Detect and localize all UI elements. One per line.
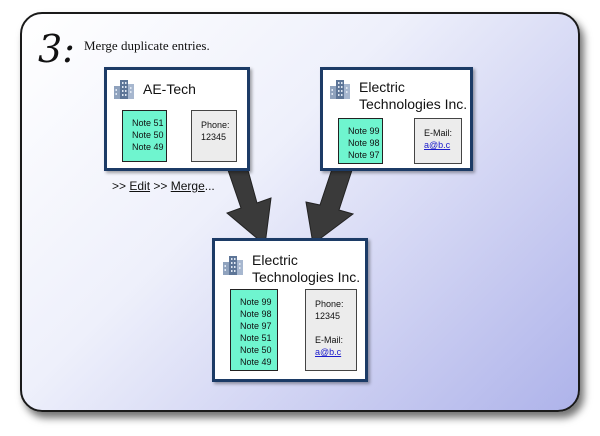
note-item[interactable]: Note 97	[240, 321, 272, 331]
notes-list: Note 51 Note 50 Note 49	[122, 110, 167, 162]
note-item[interactable]: Note 98	[240, 309, 272, 319]
card-title-line1: Electric	[252, 252, 298, 268]
email-label: E-Mail:	[424, 128, 453, 138]
action-links: >> Edit >> Merge...	[112, 179, 215, 193]
step-title: Merge duplicate entries.	[84, 38, 210, 53]
phone-value: 12345	[201, 132, 227, 142]
phone-label: Phone:	[201, 120, 230, 130]
action-ellipsis: ...	[204, 179, 215, 193]
email-link[interactable]: a@b.c	[424, 140, 451, 150]
note-item[interactable]: Note 50	[240, 345, 272, 355]
note-item[interactable]: Note 49	[240, 357, 272, 367]
email-label: E-Mail:	[315, 335, 344, 345]
email-link[interactable]: a@b.c	[315, 347, 342, 357]
edit-link[interactable]: Edit	[129, 179, 151, 193]
note-item[interactable]: Note 97	[348, 150, 380, 160]
phone-value: 12345	[315, 311, 341, 321]
note-item[interactable]: Note 49	[132, 142, 164, 152]
building-icon	[223, 256, 243, 275]
note-item[interactable]: Note 99	[240, 297, 272, 307]
contact-info-box: E-Mail: a@b.c	[414, 118, 462, 164]
card-title: AE-Tech	[143, 81, 196, 97]
note-item[interactable]: Note 51	[132, 118, 164, 128]
arrow-down-icon	[226, 162, 272, 246]
building-icon	[330, 80, 350, 99]
building-icon	[114, 80, 134, 99]
note-item[interactable]: Note 50	[132, 130, 164, 140]
merge-link[interactable]: Merge	[170, 179, 205, 193]
arrow-down-icon	[305, 162, 355, 245]
step-number: 3:	[38, 27, 75, 71]
notes-list: Note 99 Note 98 Note 97 Note 51 Note 50 …	[230, 289, 278, 371]
note-item[interactable]: Note 99	[348, 126, 380, 136]
contact-info-box: Phone: 12345 E-Mail: a@b.c	[305, 289, 357, 371]
card-title-line2: Technologies Inc.	[252, 269, 361, 285]
notes-list: Note 99 Note 98 Note 97	[338, 118, 383, 164]
phone-label: Phone:	[315, 299, 344, 309]
note-item[interactable]: Note 98	[348, 138, 380, 148]
contact-card-ae-tech[interactable]: AE-Tech Note 51 Note 50 Note 49 Phone: 1…	[104, 67, 250, 171]
card-title: Electric Technologies Inc.	[359, 79, 467, 113]
action-prefix: >>	[112, 179, 130, 193]
card-title: Electric Technologies Inc.	[252, 252, 360, 286]
card-title-line2: Technologies Inc.	[359, 96, 468, 112]
note-item[interactable]: Note 51	[240, 333, 272, 343]
action-separator: >>	[150, 179, 171, 193]
contact-card-merged[interactable]: Electric Technologies Inc. Note 99 Note …	[212, 238, 368, 382]
contact-info-box: Phone: 12345	[191, 110, 237, 162]
contact-card-electric-technologies[interactable]: Electric Technologies Inc. Note 99 Note …	[320, 67, 473, 171]
card-title-line1: Electric	[359, 79, 405, 95]
